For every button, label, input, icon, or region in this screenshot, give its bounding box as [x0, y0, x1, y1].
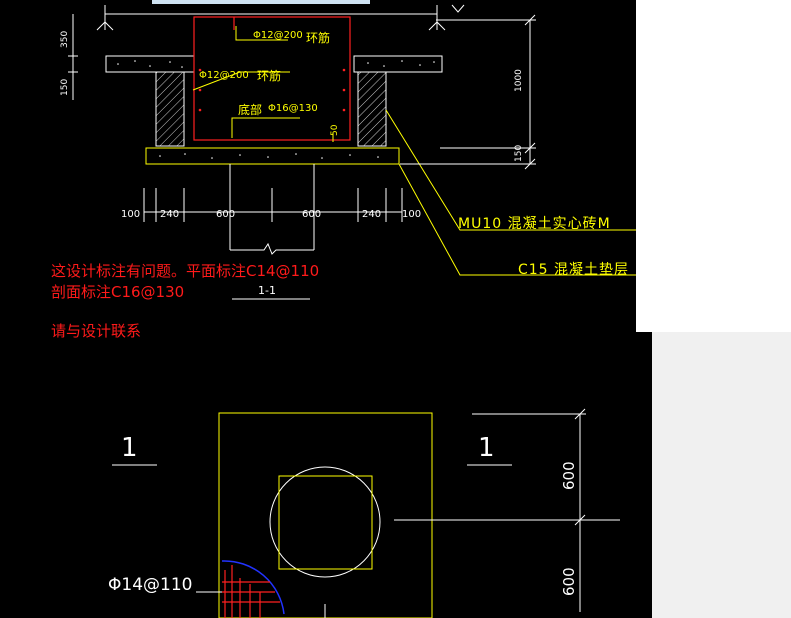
dim-150-right-text: 150	[514, 145, 524, 162]
note-line-3: 请与设计联系	[51, 322, 142, 340]
cad-canvas-plan	[0, 332, 652, 618]
rebar-ring-mid-text: Φ12@200	[199, 70, 249, 81]
leader-lines	[192, 26, 636, 276]
base-speckles	[159, 153, 379, 159]
plan-circle	[269, 466, 381, 578]
dim-350-text: 350	[60, 31, 70, 48]
section-frame	[96, 4, 465, 31]
rebar-ring-mid-label: 环筋	[257, 68, 281, 83]
note-line-2: 剖面标注C16@130	[51, 283, 185, 301]
dim-left	[68, 14, 78, 100]
label-brick: MU10 混凝土实心砖M	[458, 216, 611, 232]
plan-outline	[218, 412, 433, 618]
blank-panel-lower	[652, 332, 791, 618]
plan-dim-top: 600	[560, 461, 578, 490]
bottom-dim-2: 240	[160, 209, 179, 220]
rebar-ring-top-text: Φ12@200	[253, 30, 303, 41]
dim-150-text: 150	[60, 79, 70, 96]
bottom-dim-4: 600	[302, 209, 321, 220]
bottom-dim-1: 100	[121, 209, 140, 220]
rebar-bottom-label: 底部	[238, 102, 262, 117]
dim-50-text: 50	[330, 124, 340, 136]
blank-panel	[636, 0, 791, 332]
bottom-dim-6: 100	[402, 209, 421, 220]
cut-mark-right: 1	[478, 433, 495, 463]
plan-view	[112, 408, 620, 618]
dim-right	[400, 14, 536, 170]
plan-square	[278, 475, 373, 570]
rebar-dots	[198, 68, 346, 112]
plan-rebar-label: Φ14@110	[108, 575, 192, 595]
brick-wall-left	[155, 71, 185, 147]
horizontal-scroll-thumb[interactable]	[152, 0, 370, 4]
rebar-bottom-text: Φ16@130	[268, 103, 318, 114]
dim-bottom	[143, 164, 403, 255]
cut-mark-left: 1	[121, 433, 138, 463]
label-concrete: C15 混凝土垫层	[518, 262, 629, 278]
bottom-dim-3: 600	[216, 209, 235, 220]
plan-dim-bottom: 600	[560, 567, 578, 596]
dim-1000-text: 1000	[514, 69, 524, 92]
bottom-dim-5: 240	[362, 209, 381, 220]
brick-wall-right	[357, 71, 387, 147]
rebar-ring-top-label: 环筋	[306, 30, 330, 45]
rebar-cage	[193, 16, 351, 141]
concrete-base	[145, 147, 400, 165]
slab-speckles	[117, 60, 435, 68]
note-line-1: 这设计标注有问题。平面标注C14@110	[51, 262, 320, 280]
section-title: 1-1	[258, 284, 276, 297]
